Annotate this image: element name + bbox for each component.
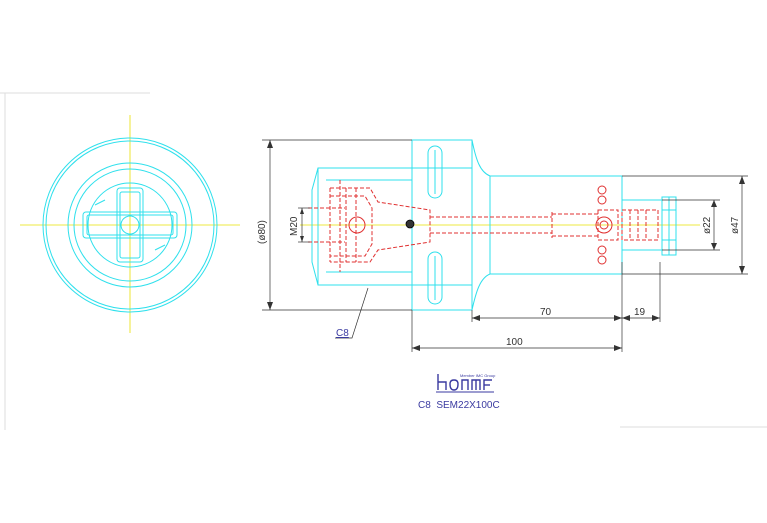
screw-marker <box>405 219 415 229</box>
iscar-logo <box>436 374 494 393</box>
hidden-lines <box>308 180 659 272</box>
dim-thread-m20: M20 <box>289 216 300 236</box>
dim-diameter-22: ø22 <box>702 216 713 234</box>
end-view-centerlines <box>20 115 240 333</box>
dim-length-100: 100 <box>506 337 523 348</box>
dim-length-19: 19 <box>634 307 646 318</box>
logo-tagline: Member IMC Group <box>460 373 496 378</box>
dimension-arrows <box>267 140 745 351</box>
hidden-holes <box>348 185 613 265</box>
end-view <box>20 115 240 333</box>
dim-diameter-80: (ø80) <box>257 220 268 244</box>
dimension-lines <box>262 139 748 352</box>
side-view <box>300 139 700 311</box>
part-number-title: C8 SEM22X100C <box>418 400 500 411</box>
end-view-outline <box>42 137 218 313</box>
collet-callout: C8 <box>336 328 349 339</box>
frame-lines <box>0 92 767 430</box>
dim-diameter-47: ø47 <box>730 216 741 234</box>
dim-length-70: 70 <box>540 307 552 318</box>
